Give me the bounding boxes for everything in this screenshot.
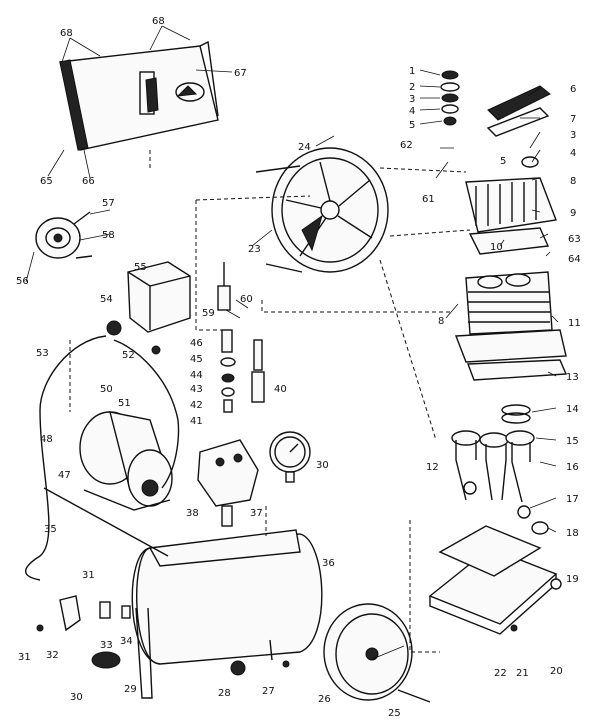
callout-34: 34: [120, 636, 133, 647]
callout-16: 16: [566, 462, 579, 473]
callout-31a: 31: [82, 570, 95, 581]
callout-8: 8: [570, 176, 576, 187]
callout-67: 67: [234, 68, 247, 79]
callout-20: 20: [550, 666, 563, 677]
callout-11: 11: [568, 318, 581, 329]
callout-28: 28: [218, 688, 231, 699]
callout-30a: 30: [316, 460, 329, 471]
drain-valve-parts: [36, 595, 290, 676]
valve-stack: [440, 70, 460, 126]
callout-47: 47: [58, 470, 71, 481]
callout-13: 13: [566, 372, 579, 383]
callout-4: 4: [409, 106, 415, 117]
callout-52: 52: [122, 350, 135, 361]
callout-4b: 4: [570, 148, 576, 159]
callout-59: 59: [202, 308, 215, 319]
callout-5: 5: [409, 120, 415, 131]
callout-17: 17: [566, 494, 579, 505]
callout-54: 54: [100, 294, 113, 305]
callout-43: 43: [190, 384, 203, 395]
callout-36: 36: [322, 558, 335, 569]
callout-68a: 68: [60, 28, 73, 39]
callout-labels: 1 2 3 4 5 6 7 3 4 5 8 9 10 63 64 11 13 1…: [16, 16, 581, 719]
callout-45: 45: [190, 354, 203, 365]
callout-27: 27: [262, 686, 275, 697]
callout-22: 22: [494, 668, 507, 679]
callout-15: 15: [566, 436, 579, 447]
belt-guard-cover: [59, 40, 219, 151]
callout-33: 33: [100, 640, 113, 651]
pistons-and-rods: [451, 430, 549, 535]
callout-5b: 5: [500, 156, 506, 167]
air-tank: [131, 529, 323, 699]
wheel: [323, 603, 431, 703]
callout-3: 3: [409, 94, 415, 105]
motor-pulley: [35, 211, 93, 259]
callout-10: 10: [490, 242, 503, 253]
callout-8b: 8: [438, 316, 444, 327]
callout-51: 51: [118, 398, 131, 409]
callout-53: 53: [36, 348, 49, 359]
callout-6: 6: [570, 84, 576, 95]
safety-valve-parts: [220, 329, 265, 413]
callout-29: 29: [124, 684, 137, 695]
callout-25: 25: [388, 708, 401, 719]
callout-62: 62: [400, 140, 413, 151]
callout-68b: 68: [152, 16, 165, 27]
power-cord: [25, 335, 107, 581]
callout-60: 60: [240, 294, 253, 305]
callout-48: 48: [40, 434, 53, 445]
callout-32: 32: [46, 650, 59, 661]
callout-44: 44: [190, 370, 203, 381]
callout-50: 50: [100, 384, 113, 395]
callout-35: 35: [44, 524, 57, 535]
motor: [79, 411, 173, 511]
callout-42: 42: [190, 400, 203, 411]
callout-26: 26: [318, 694, 331, 705]
callout-57: 57: [102, 198, 115, 209]
check-valve: [217, 262, 231, 311]
callout-31b: 31: [18, 652, 31, 663]
callout-66: 66: [82, 176, 95, 187]
motor-cord: [113, 339, 180, 489]
callout-46: 46: [190, 338, 203, 349]
pressure-switch: [106, 261, 191, 355]
crankcase-base: [428, 525, 562, 635]
callout-30b: 30: [70, 692, 83, 703]
piston-rings: [501, 404, 531, 424]
callout-21: 21: [516, 668, 529, 679]
callout-38: 38: [186, 508, 199, 519]
callout-14: 14: [566, 404, 579, 415]
flywheel: [255, 147, 389, 273]
callout-56: 56: [16, 276, 29, 287]
manifold: [197, 439, 259, 527]
callout-61: 61: [422, 194, 435, 205]
cylinder-head: [465, 156, 557, 255]
callout-3b: 3: [570, 130, 576, 141]
callout-19: 19: [566, 574, 579, 585]
cylinder-block: [455, 271, 568, 381]
callout-65: 65: [40, 176, 53, 187]
callout-63: 63: [568, 234, 581, 245]
callout-41: 41: [190, 416, 203, 427]
callout-7: 7: [570, 114, 576, 125]
callout-24: 24: [298, 142, 311, 153]
callout-40: 40: [274, 384, 287, 395]
callout-1: 1: [409, 66, 415, 77]
callout-18: 18: [566, 528, 579, 539]
filter-element: [486, 85, 551, 137]
callout-55: 55: [134, 262, 147, 273]
callout-9: 9: [570, 208, 576, 219]
callout-58: 58: [102, 230, 115, 241]
handle-bar: [43, 487, 169, 557]
pressure-gauge: [269, 431, 311, 483]
callout-2: 2: [409, 82, 415, 93]
callout-23: 23: [248, 244, 261, 255]
callout-64: 64: [568, 254, 581, 265]
callout-12: 12: [426, 462, 439, 473]
callout-37: 37: [250, 508, 263, 519]
